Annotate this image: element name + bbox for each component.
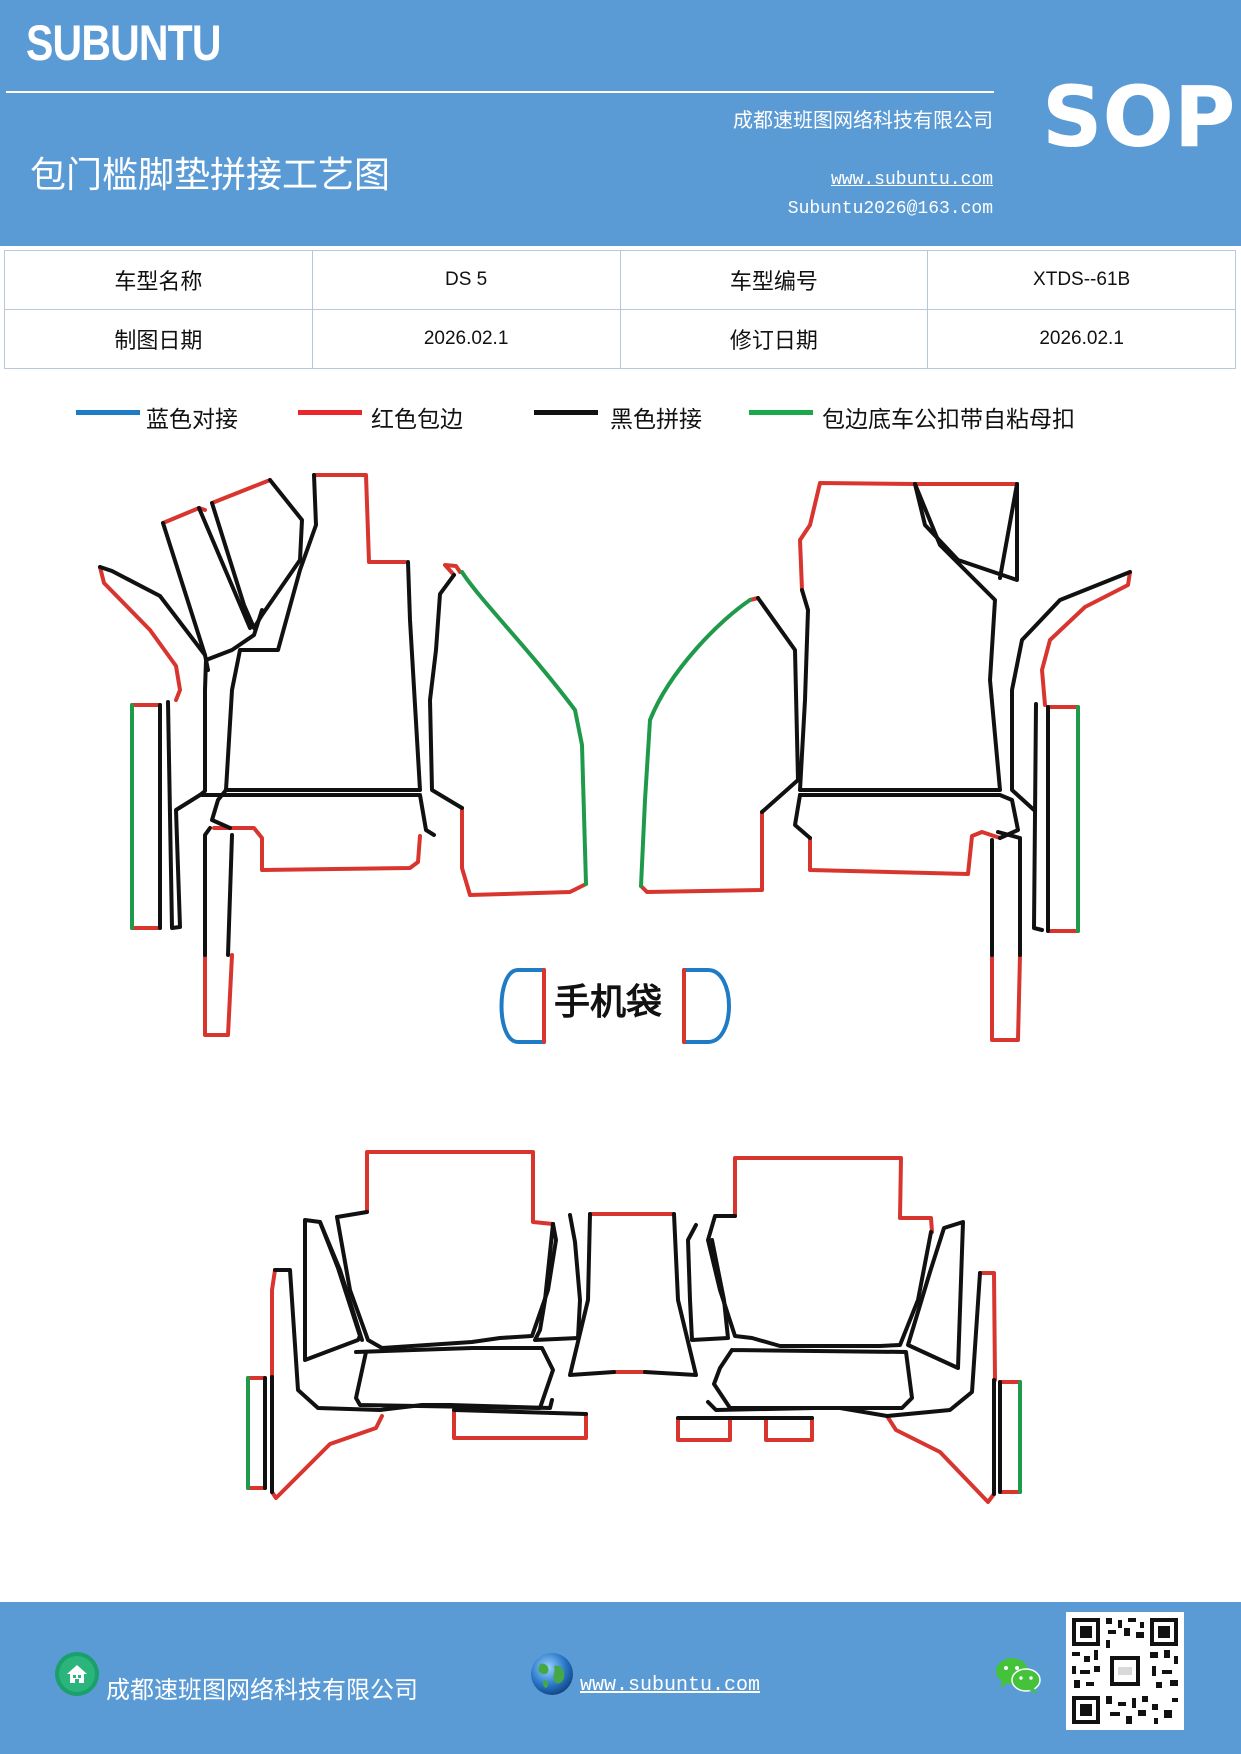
model-code-label: 车型编号 (619, 250, 929, 310)
sop-badge: SOP (1042, 68, 1236, 166)
stitch-legend: 蓝色对接 红色包边 黑色拼接 包边底车公扣带自粘母扣 (0, 400, 1241, 440)
legend-label: 黑色拼接 (610, 407, 702, 433)
building-icon (55, 1652, 99, 1696)
legend-swatch-green (749, 410, 813, 415)
legend-swatch-black (534, 410, 598, 415)
front-right-mat (639, 481, 1132, 1042)
footer-company-name: 成都速班图网络科技有限公司 (106, 1676, 418, 1704)
phone-pocket-group (499, 968, 731, 1044)
model-name-label: 车型名称 (4, 250, 313, 310)
revision-date-label: 修订日期 (619, 309, 929, 369)
header-banner: SUBUNTU 成都速班图网络科技有限公司 包门槛脚垫拼接工艺图 www.sub… (0, 0, 1241, 246)
header-email: Subuntu2026@163.com (787, 199, 993, 219)
drawing-date-value: 2026.02.1 (311, 309, 621, 369)
legend-label: 包边底车公扣带自粘母扣 (822, 407, 1075, 433)
legend-swatch-blue (76, 410, 140, 415)
header-company-name: 成都速班图网络科技有限公司 (733, 108, 993, 132)
floor-mat-diagram: 手机袋 (98, 473, 1132, 1504)
rear-mat (246, 1150, 1022, 1504)
front-left-mat (98, 473, 588, 1037)
footer-banner: 成都速班图网络科技有限公司 www.subuntu.com (0, 1602, 1241, 1754)
qr-code (1066, 1612, 1184, 1730)
footer-website-link[interactable]: www.subuntu.com (580, 1674, 761, 1697)
header-website-link[interactable]: www.subuntu.com (830, 170, 993, 190)
legend-swatch-red (298, 410, 362, 415)
vehicle-info-table: 车型名称 DS 5 车型编号 XTDS--61B 制图日期 2026.02.1 … (4, 250, 1236, 369)
drawing-date-label: 制图日期 (4, 309, 313, 369)
model-code-value: XTDS--61B (927, 250, 1236, 310)
legend-label: 蓝色对接 (146, 407, 238, 433)
revision-date-value: 2026.02.1 (927, 309, 1236, 369)
table-row: 车型名称 DS 5 车型编号 XTDS--61B (4, 250, 1236, 310)
brand-logo-text: SUBUNTU (26, 15, 222, 71)
model-name-value: DS 5 (311, 250, 621, 310)
legend-label: 红色包边 (371, 407, 463, 433)
globe-icon (531, 1653, 573, 1695)
phone-pocket-label: 手机袋 (554, 982, 662, 1023)
document-title: 包门槛脚垫拼接工艺图 (30, 155, 391, 196)
wechat-icon (996, 1658, 1041, 1694)
header-divider (6, 91, 994, 93)
table-row: 制图日期 2026.02.1 修订日期 2026.02.1 (4, 309, 1236, 369)
